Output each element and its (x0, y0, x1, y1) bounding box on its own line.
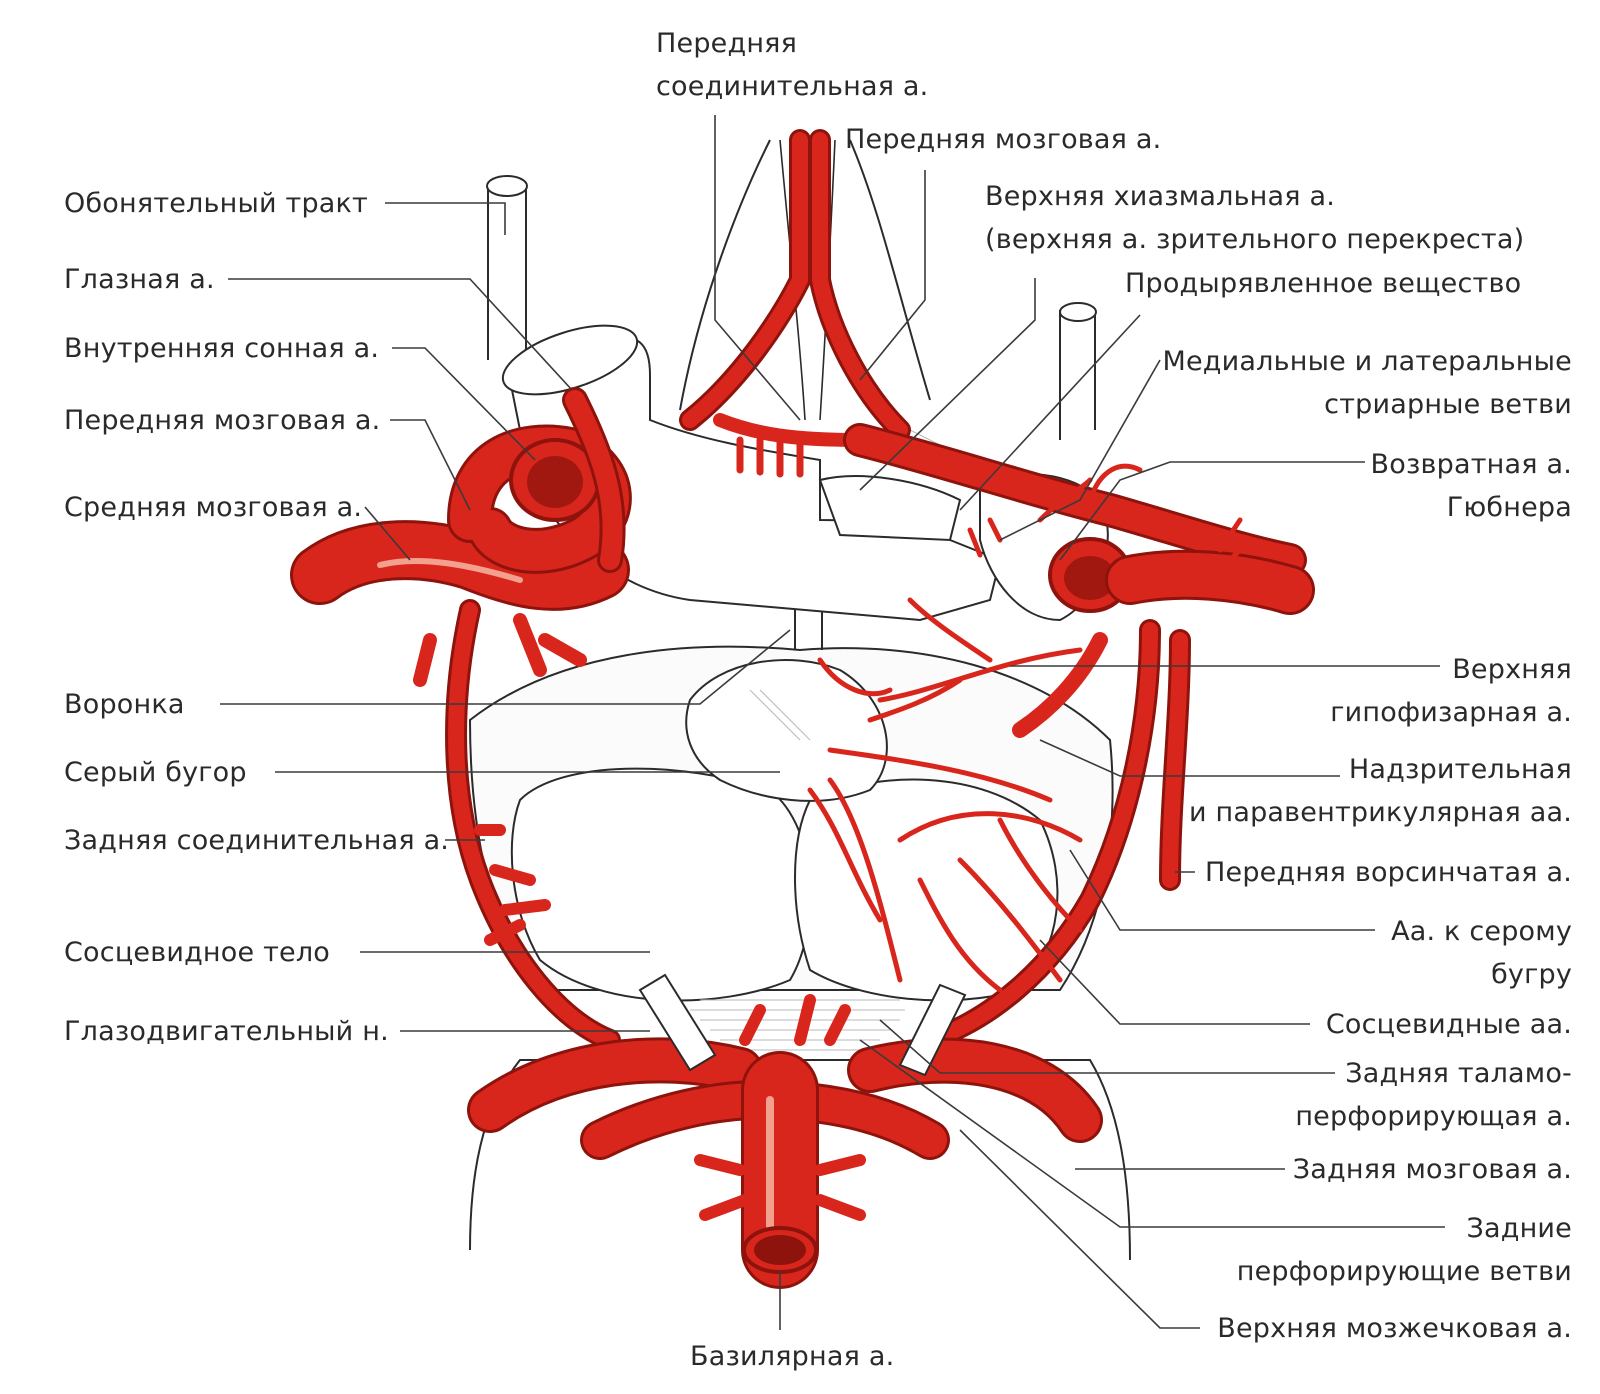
label-anterior-communicating-artery: Передняя соединительная а. (656, 22, 928, 108)
label-line: и паравентрикулярная аа. (1188, 797, 1572, 828)
label-posterior-communicating-artery: Задняя соединительная а. (64, 825, 450, 856)
label-mammillary-arteries: Сосцевидные аа. (1325, 1009, 1572, 1040)
label-posterior-cerebral-artery: Задняя мозговая а. (1292, 1154, 1572, 1185)
label-oculomotor-nerve: Глазодвигательный н. (64, 1016, 389, 1047)
label-line: (верхняя а. зрительного перекреста) (985, 224, 1525, 255)
label-line: соединительная а. (656, 71, 929, 102)
label-ophthalmic-artery: Глазная а. (64, 264, 215, 295)
label-line: Медиальные и латеральные (1162, 346, 1572, 377)
label-posterior-perforating-branches: Задние перфорирующие ветви (1237, 1207, 1572, 1293)
label-striate-branches: Медиальные и латеральные стриарные ветви (1162, 340, 1572, 426)
label-posterior-thalamoperforating-artery: Задняя таламо- перфорирующая а. (1295, 1052, 1572, 1138)
label-line: Задние (1466, 1213, 1572, 1244)
label-basilar-artery: Базилярная а. (690, 1341, 895, 1372)
label-line: Задняя таламо- (1345, 1058, 1572, 1089)
brain-tissue (468, 139, 1131, 1261)
label-middle-cerebral-artery: Средняя мозговая а. (64, 492, 363, 523)
label-line: перфорирующие ветви (1236, 1256, 1572, 1287)
label-infundibulum: Воронка (64, 689, 185, 720)
label-line: Верхняя хиазмальная а. (985, 181, 1336, 212)
label-line: гипофизарная а. (1330, 697, 1572, 728)
label-line: бугру (1491, 959, 1572, 990)
label-mammillary-body: Сосцевидное тело (64, 937, 331, 968)
leader-lines (220, 115, 1445, 1330)
label-superior-hypophyseal-artery: Верхняя гипофизарная а. (1330, 648, 1572, 734)
label-tuber-cinereum-arteries: Аа. к серому бугру (1391, 910, 1572, 996)
label-line: Гюбнера (1446, 492, 1572, 523)
arteries (290, 129, 1315, 1289)
label-line: перфорирующая а. (1295, 1101, 1572, 1132)
label-line: Аа. к серому (1391, 916, 1572, 947)
label-anterior-choroidal-artery: Передняя ворсинчатая а. (1205, 857, 1572, 888)
label-superior-chiasmal-artery: Верхняя хиазмальная а. (верхняя а. зрите… (985, 175, 1524, 261)
label-anterior-cerebral-artery-left: Передняя мозговая а. (64, 405, 381, 436)
label-line: Передняя (656, 28, 798, 59)
label-olfactory-tract: Обонятельный тракт (64, 188, 368, 219)
label-perforated-substance: Продырявленное вещество (1125, 268, 1522, 299)
label-line: Возвратная а. (1370, 449, 1572, 480)
label-superior-cerebellar-artery: Верхняя мозжечковая а. (1217, 1313, 1572, 1344)
label-anterior-cerebral-artery-top: Передняя мозговая а. (845, 124, 1162, 155)
label-line: Верхняя (1452, 654, 1572, 685)
label-recurrent-artery-heubner: Возвратная а. Гюбнера (1371, 443, 1572, 529)
label-internal-carotid-artery: Внутренняя сонная а. (64, 333, 380, 364)
label-line: стриарные ветви (1324, 389, 1572, 420)
label-line: Надзрительная (1348, 754, 1572, 785)
label-tuber-cinereum: Серый бугор (64, 757, 247, 788)
label-supraoptic-paraventricular-arteries: Надзрительная и паравентрикулярная аа. (1189, 748, 1572, 834)
